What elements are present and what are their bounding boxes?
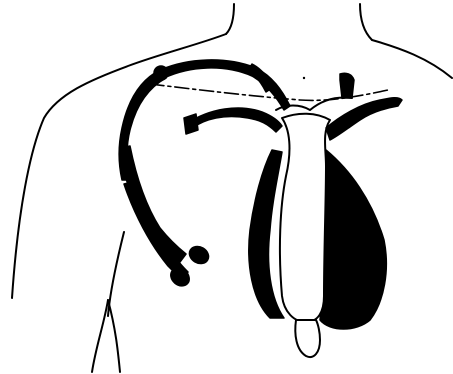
tube-end-cap-1: [186, 243, 211, 267]
right-pulmonary-vessel: [326, 98, 402, 140]
small-dot-mark: [303, 77, 305, 79]
tube-connector: [154, 66, 168, 80]
heart-apex-tail: [295, 320, 320, 357]
heart-right-chamber-fill: [320, 150, 386, 329]
torso-outline: [12, 4, 452, 372]
neck-left-line: [226, 4, 234, 34]
left-pulmonary-vessel: [186, 108, 282, 132]
right-shoulder-line: [372, 40, 452, 78]
left-lower-arm-line: [108, 300, 120, 372]
heart-left-border-fill: [249, 150, 284, 318]
tube-lower-branch-2: [124, 182, 188, 280]
left-axilla-line: [92, 300, 108, 372]
left-vessel-tip: [184, 114, 198, 134]
left-arm-inner-line: [108, 232, 124, 316]
heart: [184, 98, 402, 358]
tube-upper-segment: [340, 73, 354, 98]
heart-outline: [280, 114, 330, 322]
neck-right-line: [360, 4, 372, 40]
